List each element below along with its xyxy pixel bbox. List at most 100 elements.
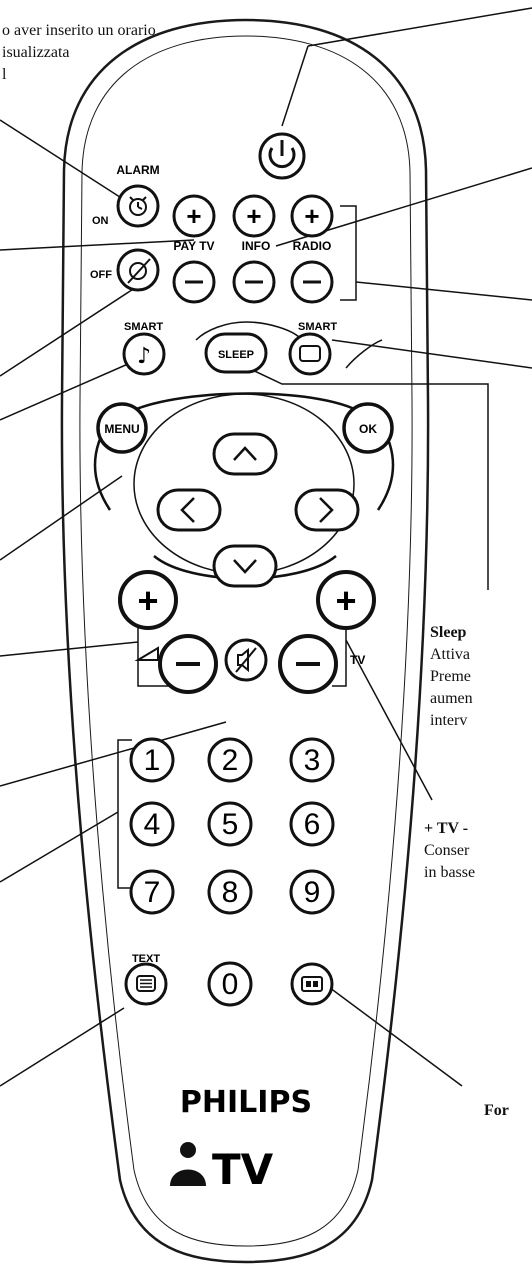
alarm-off-button[interactable]	[116, 248, 160, 292]
leader-tv	[345, 639, 433, 801]
number-label: 5	[222, 808, 239, 841]
radio-label: RADIO	[293, 239, 332, 253]
smart-picture-button[interactable]	[288, 332, 332, 376]
leader-radio	[355, 281, 532, 301]
number-label: 8	[222, 876, 239, 909]
plus-icon: +	[246, 201, 261, 231]
leader-power	[281, 45, 309, 127]
top-note-line1: o aver inserito un orario	[2, 22, 156, 39]
leader-volume	[0, 641, 139, 657]
screen-icon	[299, 345, 321, 362]
leader-mute	[0, 721, 227, 787]
mute-button[interactable]	[224, 638, 268, 682]
top-note-line3: l	[2, 66, 7, 83]
remote-body-inner	[79, 35, 413, 1247]
number-button[interactable]: 3	[289, 737, 335, 783]
format-icon	[301, 976, 323, 992]
smart-sound-label: SMART	[124, 321, 163, 333]
sleep-button[interactable]: SLEEP	[204, 332, 268, 374]
left-button[interactable]	[156, 488, 222, 532]
format-button[interactable]	[290, 962, 334, 1006]
brand-logo: PHILIPS	[180, 1085, 312, 1120]
number-label: 7	[144, 876, 161, 909]
plus-icon: +	[137, 580, 158, 621]
number-label: 6	[304, 808, 321, 841]
number-button[interactable]: 8	[207, 869, 253, 915]
number-button[interactable]: 7	[129, 869, 175, 915]
alarm-clock-off-icon	[127, 258, 151, 284]
bracket-numbers	[117, 739, 132, 889]
info-minus-button[interactable]	[232, 260, 276, 304]
number-label: 2	[222, 744, 239, 777]
tv-minus-button[interactable]	[278, 634, 338, 694]
number-button[interactable]: 4	[129, 801, 175, 847]
number-button[interactable]: 0	[207, 961, 253, 1007]
radio-minus-button[interactable]	[290, 260, 334, 304]
up-button[interactable]	[212, 432, 278, 476]
format-caption-title: For	[484, 1102, 509, 1119]
volume-plus-button[interactable]: +	[118, 570, 178, 630]
number-button[interactable]: 5	[207, 801, 253, 847]
tv-caption-line2: in basse	[424, 864, 476, 881]
volume-wedge-icon	[134, 646, 159, 661]
tv-plus-button[interactable]: +	[316, 570, 376, 630]
leader-numbers	[0, 811, 119, 883]
teletext-icon	[136, 975, 156, 992]
number-label: 3	[304, 744, 321, 777]
menu-button[interactable]: MENU	[96, 402, 148, 454]
tv-caption-line1: Conser	[424, 842, 470, 859]
power-button[interactable]	[258, 132, 306, 180]
info-label: INFO	[242, 239, 271, 253]
sleep-caption-title: Sleep	[430, 624, 467, 641]
smart-picture-label: SMART	[298, 321, 337, 333]
number-label: 4	[144, 808, 161, 841]
smart-sound-button[interactable]: ♪	[122, 332, 166, 376]
number-button[interactable]: 6	[289, 801, 335, 847]
chevron-right-icon	[319, 497, 334, 523]
down-button[interactable]	[212, 544, 278, 588]
numeric-keypad: 1 2 3 4 5 6 7 8 9 0	[129, 737, 335, 1007]
paytv-minus-button[interactable]	[172, 260, 216, 304]
chevron-left-icon	[180, 497, 195, 523]
number-label: 9	[304, 876, 321, 909]
leader-smart-picture	[331, 339, 532, 369]
leader-power-out	[307, 7, 532, 47]
leader-alarm-on	[0, 119, 141, 211]
number-label: 0	[222, 968, 239, 1001]
sleep-caption-line4: interv	[430, 712, 468, 729]
volume-minus-button[interactable]	[158, 634, 218, 694]
sleep-label: SLEEP	[218, 349, 254, 361]
number-button[interactable]: 1	[129, 737, 175, 783]
radio-plus-button[interactable]: +	[290, 194, 334, 238]
leader-format	[313, 975, 463, 1087]
leader-text	[0, 1007, 125, 1087]
menu-label: MENU	[104, 422, 139, 436]
alarm-on-label: ON	[92, 215, 109, 227]
tv-logo-text: TV	[212, 1145, 274, 1194]
alarm-label: ALARM	[116, 163, 159, 177]
alarm-off-label: OFF	[90, 269, 112, 281]
leader-menu	[0, 475, 123, 561]
paytv-label: PAY TV	[173, 239, 214, 253]
number-button[interactable]: 9	[289, 869, 335, 915]
tv-caption-title: + TV -	[424, 820, 469, 837]
top-note: o aver inserito un orario isualizzata l	[2, 20, 156, 86]
number-label: 1	[144, 744, 161, 777]
ok-button[interactable]: OK	[342, 402, 394, 454]
leader-alarm-off	[0, 281, 145, 377]
plus-icon: +	[186, 201, 201, 231]
chevron-up-icon	[233, 446, 257, 461]
tv-label: TV	[350, 653, 365, 667]
ok-label: OK	[359, 422, 377, 436]
smart-link	[195, 321, 301, 341]
bracket-radio	[340, 205, 357, 301]
paytv-plus-button[interactable]: +	[172, 194, 216, 238]
number-button[interactable]: 2	[207, 737, 253, 783]
leader-sleep	[243, 365, 489, 590]
alarm-on-button[interactable]	[116, 184, 160, 228]
info-plus-button[interactable]: +	[232, 194, 276, 238]
teletext-button[interactable]	[124, 962, 168, 1006]
right-button[interactable]	[294, 488, 360, 532]
power-icon	[268, 140, 296, 169]
